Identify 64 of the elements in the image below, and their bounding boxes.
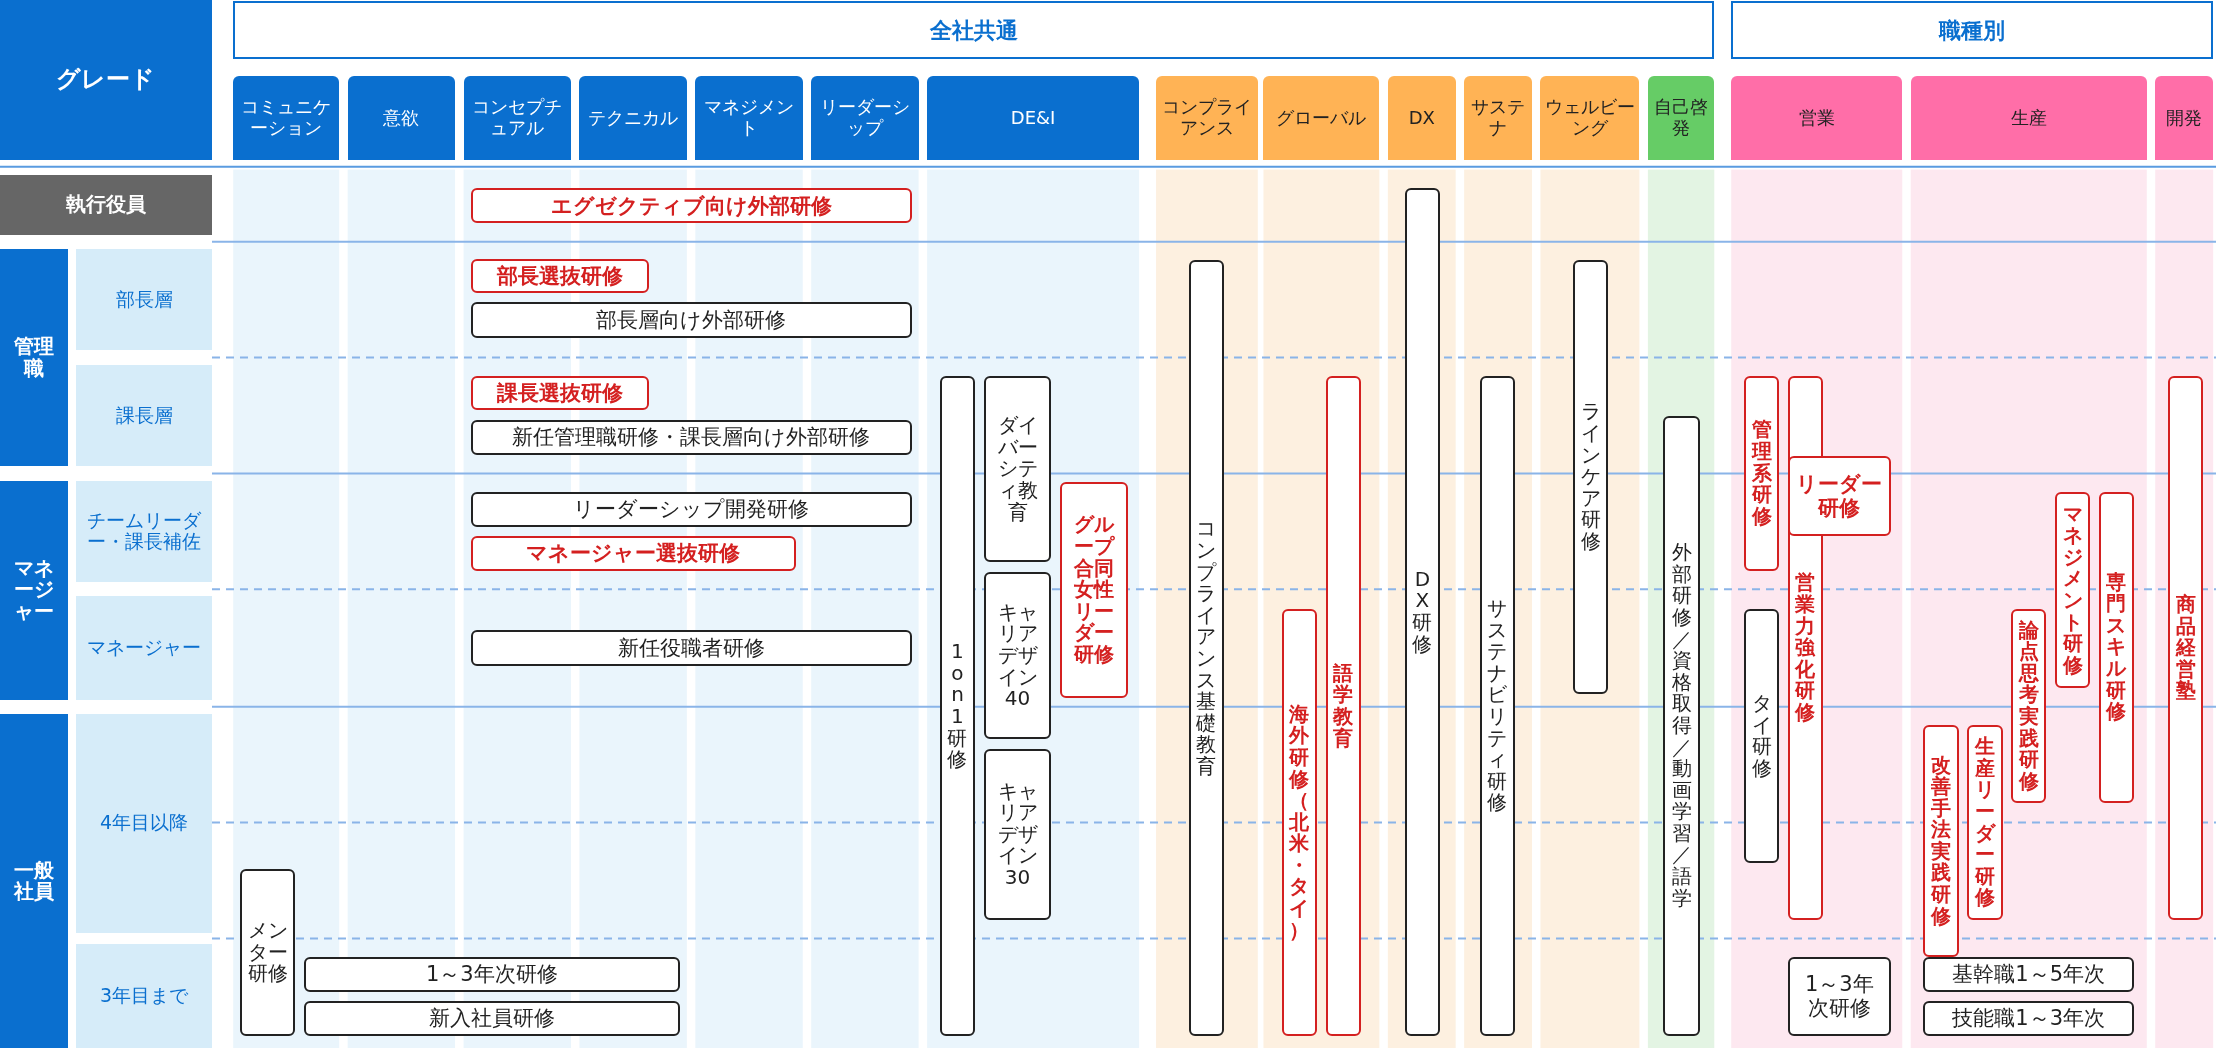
column-header: 営業 [1731, 76, 1903, 160]
training-box: リーダー研修 [1787, 456, 1891, 536]
training-box: 改善手法実践研修 [1923, 725, 1959, 957]
training-box: 論点思考実践研修 [2011, 609, 2047, 803]
column-header: 開発 [2155, 76, 2214, 160]
training-box: 語学教育 [1325, 375, 1361, 1036]
training-box: キャリアデザイン40 [983, 572, 1052, 740]
grade-label: 管理職 [0, 248, 68, 467]
grade-label: 課長層 [76, 364, 212, 467]
training-box: 新任管理職研修・課長層向け外部研修 [470, 419, 912, 456]
column-header: リーダーシップ [811, 76, 919, 160]
training-box: 管理系研修 [1743, 375, 1780, 571]
column-header: コンセプチュアル [463, 76, 571, 160]
training-box: 海外研修（北米・タイ） [1281, 609, 1318, 1036]
column-header: DX [1387, 76, 1456, 160]
category-header: 全社共通 [233, 1, 1715, 60]
training-box: 商品経営塾 [2167, 375, 2204, 920]
grade-header: グレード [0, 0, 212, 160]
grade-label: 3年目まで [76, 944, 212, 1048]
training-box: DX研修 [1404, 187, 1441, 1036]
training-box: 部長層向け外部研修 [470, 302, 912, 338]
category-header: 職種別 [1731, 1, 2214, 60]
training-box: 基幹職1～5年次 [1923, 956, 2134, 993]
training-box: キャリアデザイン30 [983, 749, 1052, 920]
column-header: サステナ [1464, 76, 1532, 160]
training-box: 専門スキル研修 [2098, 491, 2134, 803]
column-header: マネジメント [695, 76, 803, 160]
training-box: エグゼクティブ向け外部研修 [470, 187, 912, 224]
training-box: 外部研修／資格取得／動画学習／語学 [1663, 415, 1701, 1036]
column-header: コミュニケーション [233, 76, 340, 160]
training-box: ラインケア研修 [1572, 260, 1609, 694]
column-header: DE&I [927, 76, 1140, 160]
column-header: コンプライアンス [1156, 76, 1258, 160]
training-box: 新任役職者研修 [470, 630, 912, 666]
training-box: マネジメント研修 [2054, 491, 2091, 689]
training-box: メンター研修 [240, 869, 296, 1036]
column-header: グローバル [1263, 76, 1380, 160]
training-box: グループ合同女性リーダー研修 [1059, 481, 1128, 699]
grade-label: マネージャー [0, 480, 68, 700]
grade-label: マネージャー [76, 596, 212, 700]
training-box: コンプライアンス基礎教育 [1188, 260, 1224, 1036]
column-header: テクニカル [579, 76, 687, 160]
grade-label: 部長層 [76, 248, 212, 351]
column-header: 生産 [1910, 76, 2147, 160]
training-box: ダイバーシティ教育 [983, 375, 1052, 563]
training-box: サステナビリティ研修 [1479, 375, 1515, 1036]
training-box: 1～3年次研修 [1787, 956, 1891, 1036]
column-header: ウェルビーング [1540, 76, 1640, 160]
grade-label: チームリーダー・課長補佐 [76, 480, 212, 583]
training-box: 1on1研修 [939, 375, 976, 1036]
training-box: マネージャー選抜研修 [470, 535, 796, 571]
column-header: 意欲 [347, 76, 456, 160]
column-header: 自己啓発 [1647, 76, 1715, 160]
training-box: 技能職1～3年次 [1923, 1000, 2134, 1036]
training-box: 新入社員研修 [303, 1000, 680, 1036]
training-box: 部長選抜研修 [470, 258, 649, 293]
grade-label: 執行役員 [0, 175, 212, 235]
training-box: 1～3年次研修 [303, 956, 680, 993]
grade-label: 4年目以降 [76, 713, 212, 933]
training-box: 課長選抜研修 [470, 375, 649, 410]
training-box: 生産リーダー研修 [1967, 725, 2003, 920]
grade-label: 一般社員 [0, 713, 68, 1048]
training-box: タイ研修 [1743, 609, 1780, 864]
training-box: リーダーシップ開発研修 [470, 491, 912, 528]
